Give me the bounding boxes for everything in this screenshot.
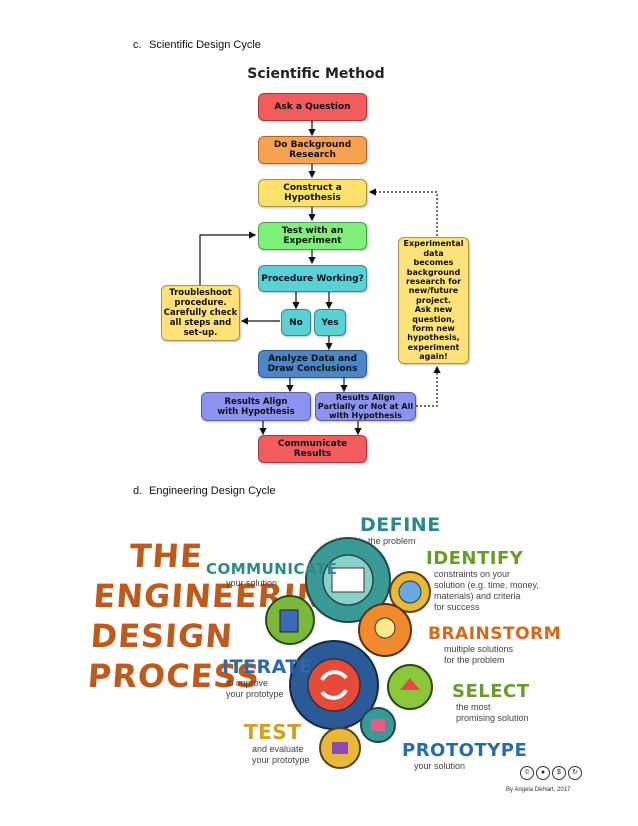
node-construct-hypothesis: Construct a Hypothesis [258,179,367,207]
node-results-align: Results Align with Hypothesis [201,392,311,421]
node-troubleshoot: Troubleshoot procedure. Carefully check … [161,285,240,341]
step-test-desc: and evaluate your prototype [252,744,310,765]
step-communicate-desc: your solution [226,578,278,588]
cc-license-badges: © ● $ ↻ [520,766,582,780]
gear-identify-icon [389,571,431,613]
node-procedure-working: Procedure Working? [258,265,367,292]
node-ask-question: Ask a Question [258,93,367,121]
gear-brainstorm-icon [358,603,412,657]
cc-nc-icon: $ [552,766,566,780]
node-test-experiment: Test with an Experiment [258,222,367,250]
step-define-heading: DEFINE [360,514,441,536]
step-prototype-heading: PROTOTYPE [402,740,528,761]
section-c-title: Scientific Design Cycle [149,39,261,51]
step-prototype: PROTOTYPE your solution [402,740,527,772]
step-brainstorm-desc: multiple solutions for the problem [444,644,514,665]
step-communicate: COMMUNICATE your solution [206,560,337,589]
step-iterate-desc: to improve your prototype [226,678,284,699]
step-define-desc: the problem [368,536,416,546]
gear-cluster [265,537,433,769]
node-results-partial: Results Align Partially or Not at All wi… [315,392,416,421]
step-communicate-heading: COMMUNICATE [206,560,338,578]
cc-sa-icon: ↻ [568,766,582,780]
step-iterate: ITERATE to improve your prototype [222,656,312,700]
scientific-method-title: Scientific Method [247,66,385,82]
step-define: DEFINE the problem [360,514,441,547]
gear-communicate-icon [265,595,315,645]
step-select-heading: SELECT [452,681,530,702]
step-identify: IDENTIFY constraints on your solution (e… [426,548,539,613]
gear-test-icon [319,727,361,769]
arrow-partial-experimental [416,365,441,407]
step-identify-heading: IDENTIFY [426,548,524,569]
scientific-method-connectors [199,116,441,436]
step-test-heading: TEST [244,720,302,744]
node-no: No [281,309,311,336]
node-analyze-data: Analyze Data and Draw Conclusions [258,350,367,378]
gear-define-icon [305,537,391,623]
cc-icon: © [520,766,534,780]
step-identify-desc: constraints on your solution (e.g. time,… [434,569,539,612]
arrow-experimental-hypothesis [368,188,438,236]
cc-by-icon: ● [536,766,550,780]
section-c-label: c. [133,39,142,51]
node-background-research: Do Background Research [258,136,367,164]
gear-iterate-icon [289,640,379,730]
step-prototype-desc: your solution [414,761,466,771]
gear-select-icon [387,664,433,710]
step-test: TEST and evaluate your prototype [244,720,310,766]
credit-text: By Angela DeHart, 2017 [506,787,571,793]
arrow-troubleshoot-test [199,231,257,285]
gear-prototype-icon [360,707,396,743]
step-brainstorm: BRAINSTORM multiple solutions for the pr… [428,624,561,666]
step-select-desc: the most promising solution [456,702,529,723]
step-brainstorm-heading: BRAINSTORM [428,624,562,644]
step-select: SELECT the most promising solution [452,681,530,724]
node-experimental-data: Experimental data becomes background res… [398,237,469,364]
section-d-label: d. [133,485,143,497]
node-yes: Yes [314,309,346,336]
node-communicate-results: Communicate Results [258,435,367,463]
section-d-title: Engineering Design Cycle [149,485,276,497]
step-iterate-heading: ITERATE [222,656,313,678]
